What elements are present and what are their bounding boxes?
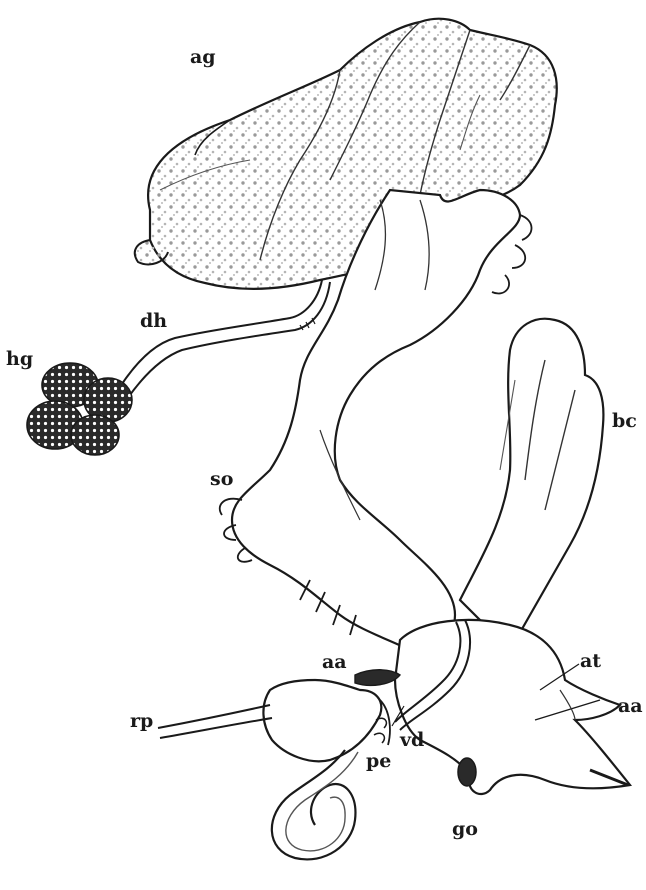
label-bc: bc: [612, 412, 637, 431]
label-so: so: [210, 470, 233, 489]
label-pe: pe: [366, 752, 391, 771]
bursa-copulatrix: [460, 319, 603, 650]
label-go: go: [452, 820, 478, 839]
hermaphrodite-gland: [27, 363, 132, 455]
accessory-lobe-upper: [355, 670, 400, 686]
retractor-muscle: [158, 705, 272, 738]
label-aa-lower: aa: [618, 697, 643, 716]
genital-opening-shape: [458, 758, 476, 786]
label-hg: hg: [6, 350, 33, 369]
label-at: at: [580, 652, 601, 671]
label-ag: ag: [190, 48, 216, 67]
label-rp: rp: [130, 712, 153, 731]
hermaphrodite-duct: [115, 280, 330, 402]
label-vd: vd: [400, 731, 424, 750]
label-aa-upper: aa: [322, 653, 347, 672]
label-dh: dh: [140, 312, 167, 331]
